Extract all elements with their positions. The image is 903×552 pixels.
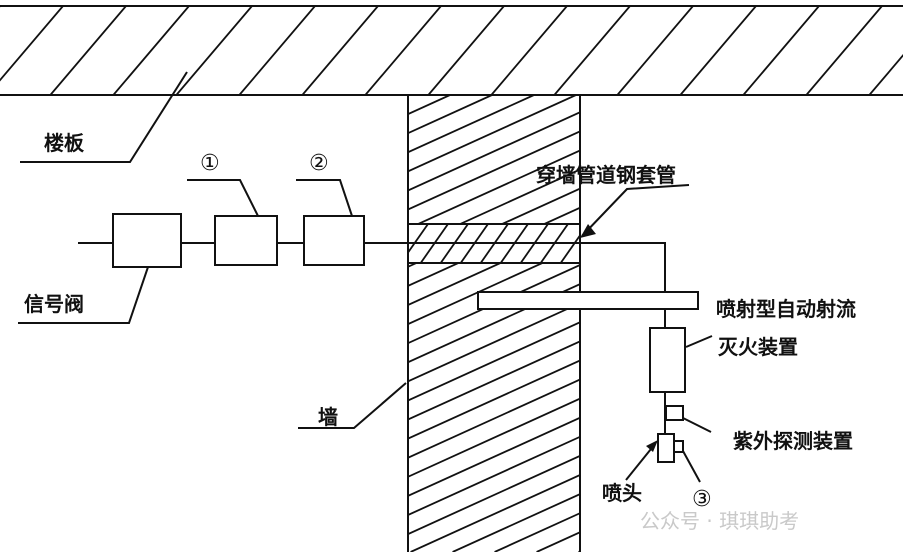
floor-hatch-line	[553, 6, 631, 95]
floor-hatch-line	[868, 54, 903, 95]
floor-hatch-line	[742, 6, 820, 95]
uv-leader	[682, 417, 712, 433]
sleeve-arrowhead	[580, 224, 596, 238]
wall-hatch-line	[408, 95, 577, 173]
floor-hatch-line	[679, 6, 757, 95]
floor-label: 楼板	[44, 131, 85, 155]
watermark: 公众号 · 琪琪助考	[640, 509, 799, 533]
wall-hatch-line	[408, 302, 580, 383]
signal-valve-leader	[18, 266, 149, 324]
floor-hatch-line	[805, 6, 883, 95]
signal-valve-label: 信号阀	[24, 292, 84, 316]
wall-leader	[298, 382, 407, 429]
device-label-line2: 灭火装置	[718, 335, 798, 359]
nozzle-label: 喷头	[602, 481, 642, 505]
nozzle-body	[657, 433, 675, 463]
wall-hatch-line	[408, 130, 580, 211]
wall-hatch-line	[408, 168, 580, 249]
wall-hatch-line	[408, 416, 580, 497]
device-leader	[685, 335, 713, 348]
nozzle-side	[673, 440, 684, 453]
floor-hatch-line	[0, 6, 64, 82]
component-1-box	[214, 215, 278, 266]
device-label-line1: 喷射型自动射流	[716, 297, 856, 321]
floor-hatch-line	[49, 6, 127, 95]
floor-hatch-line	[175, 6, 253, 95]
wall-hatch-line	[408, 244, 580, 326]
floor-slab	[0, 5, 903, 96]
marker-2: ②	[309, 151, 329, 176]
nozzle-leader	[625, 443, 656, 481]
wall-hatch-line	[408, 397, 580, 478]
main-pipe	[78, 242, 666, 420]
floor-hatch-line	[616, 6, 694, 95]
jet-extinguisher-device	[649, 327, 686, 393]
wall	[407, 95, 581, 552]
wall-hatch-line	[408, 435, 580, 516]
nozzle-arrowhead	[646, 440, 658, 452]
floor-hatch-line	[238, 6, 316, 95]
wall-hatch	[408, 95, 580, 552]
marker-3-leader	[682, 450, 701, 483]
sleeve-label: 穿墙管道钢套管	[536, 163, 676, 187]
wall-hatch-line	[408, 149, 580, 230]
wall-hatch-line	[408, 111, 580, 192]
marker-1: ①	[200, 151, 220, 176]
wall-hatch-line	[410, 474, 580, 552]
floor-hatch-line	[112, 6, 190, 95]
floor-hatch-line	[301, 6, 379, 95]
uv-detector-label: 紫外探测装置	[733, 429, 853, 453]
floor-hatch-line	[490, 6, 568, 95]
wall-hatch-line	[408, 454, 580, 536]
marker-3: ③	[692, 487, 712, 512]
mounting-bracket	[477, 291, 699, 310]
floor-leader	[20, 71, 188, 163]
wall-hatch-line	[408, 359, 580, 440]
wall-hatch-line	[408, 283, 580, 364]
wall-hatch-line	[408, 321, 580, 402]
uv-detector	[665, 405, 684, 421]
wall-hatch-line	[408, 264, 580, 345]
marker-1-leader	[187, 179, 259, 217]
signal-valve-box	[112, 213, 182, 268]
wall-label: 墙	[318, 405, 338, 429]
marker-2-leader	[296, 179, 353, 217]
floor-hatch-line	[427, 6, 505, 95]
floor-hatch-line	[364, 6, 442, 95]
floor-slab-hatch	[0, 6, 903, 95]
component-2-box	[303, 215, 365, 266]
sleeve-leader	[581, 184, 690, 237]
